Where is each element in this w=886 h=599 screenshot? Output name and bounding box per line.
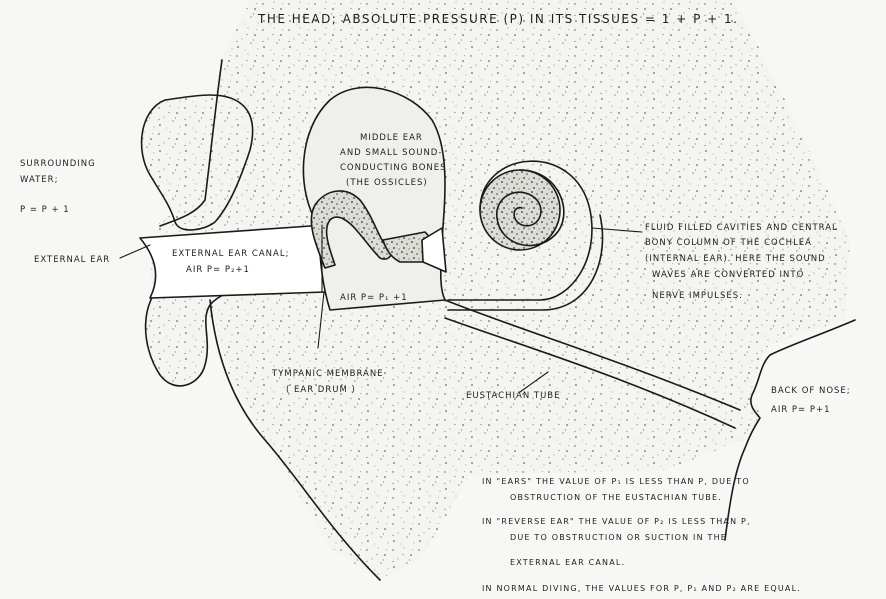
middle-ear-label-3: CONDUCTING BONES (340, 163, 447, 173)
surrounding-water-label-2: WATER; (20, 175, 58, 185)
cochlea-label-3: (INTERNAL EAR). HERE THE SOUND (645, 254, 826, 264)
eustachian-tube-label: EUSTACHIAN TUBE (466, 391, 561, 401)
cochlea-label-5: NERVE IMPULSES. (652, 291, 743, 301)
note-line-1: IN "EARS" THE VALUE OF p₁ IS LESS THAN p… (482, 477, 750, 486)
diagram-title: THE HEAD; ABSOLUTE PRESSURE (P) IN ITS T… (257, 12, 738, 26)
surrounding-water-label-1: SURROUNDING (20, 159, 96, 169)
note-line-2: OBSTRUCTION OF THE EUSTACHIAN TUBE. (510, 493, 722, 502)
note-line-4: DUE TO OBSTRUCTION OR SUCTION IN THE (510, 533, 727, 542)
external-ear-label: EXTERNAL EAR (34, 255, 110, 265)
back-of-nose-label-2: AIR P= p+1 (771, 405, 831, 415)
note-line-6: IN NORMAL DIVING, THE VALUES FOR p, p₁ A… (482, 584, 801, 593)
external-ear-canal (140, 225, 325, 298)
tympanic-membrane-label-2: ( EAR DRUM ) (286, 385, 356, 395)
middle-ear-label-1: MIDDLE EAR (360, 133, 423, 143)
back-of-nose-label-1: BACK OF NOSE; (771, 386, 851, 396)
middle-ear-label-4: (THE OSSICLES) (346, 178, 428, 188)
note-line-3: IN "REVERSE EAR" THE VALUE OF p₂ IS LESS… (482, 517, 751, 526)
cochlea-label-2: BONY COLUMN OF THE COCHLEA (645, 238, 812, 248)
water-pressure-label: P = p + 1 (20, 205, 70, 215)
note-line-5: EXTERNAL EAR CANAL. (510, 558, 625, 567)
cochlea-label-4: WAVES ARE CONVERTED INTO (652, 270, 804, 280)
ear-canal-label-2: AIR P= p₂+1 (186, 265, 250, 275)
middle-ear-air-label: AIR P= p₁ +1 (340, 293, 408, 303)
middle-ear-label-2: AND SMALL SOUND- (340, 148, 442, 158)
cochlea-label-1: FLUID FILLED CAVITIES AND CENTRAL (645, 223, 838, 233)
ear-canal-label-1: EXTERNAL EAR CANAL; (172, 249, 289, 259)
tympanic-membrane-label-1: TYMPANIC MEMBRANE (271, 369, 384, 379)
